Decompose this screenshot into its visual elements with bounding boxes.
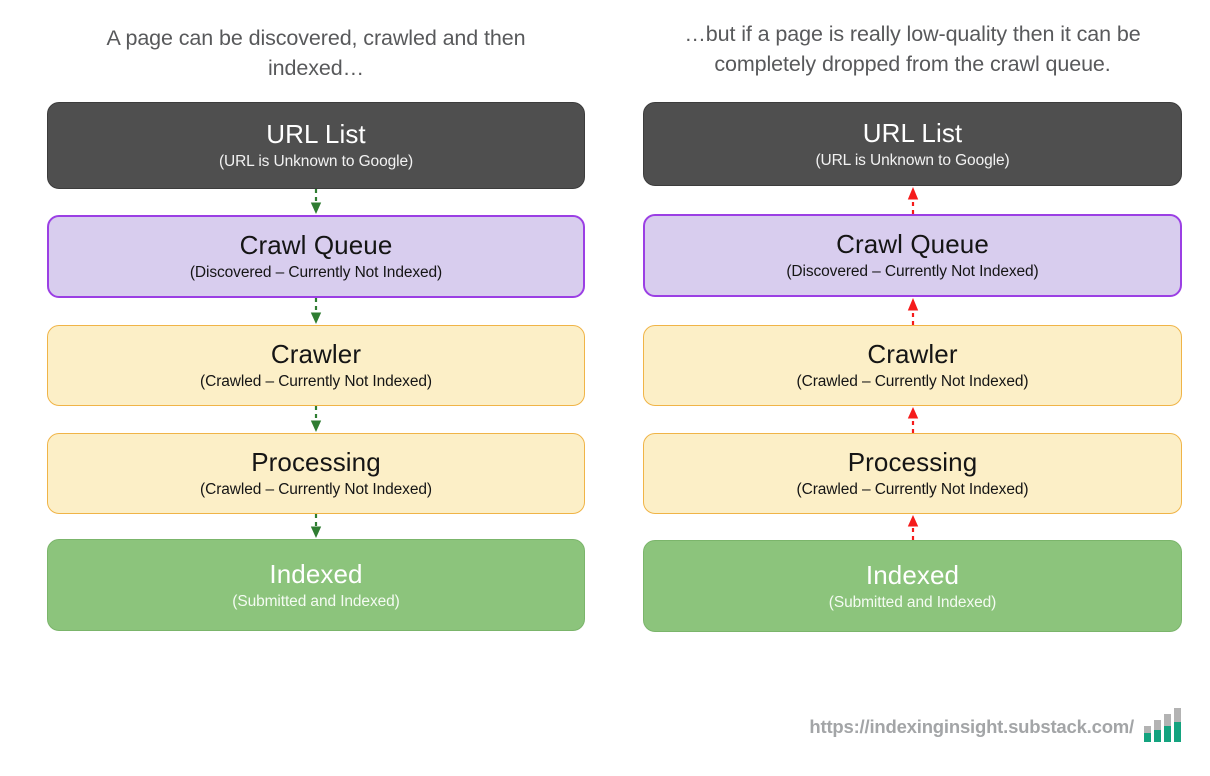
- footer-url-link[interactable]: https://indexinginsight.substack.com/: [809, 715, 1134, 737]
- connector-up-3-right: [643, 406, 1182, 433]
- flow-right: URL List (URL is Unknown to Google) Craw…: [643, 102, 1182, 632]
- footer: https://indexinginsight.substack.com/: [0, 706, 1210, 747]
- node-title: Processing: [847, 447, 978, 477]
- node-crawler-left[interactable]: Crawler (Crawled – Currently Not Indexed…: [47, 325, 585, 406]
- node-subtitle: (Discovered – Currently Not Indexed): [189, 264, 443, 281]
- node-title: Processing: [251, 447, 381, 477]
- connector-up-2-right: [643, 297, 1182, 325]
- node-subtitle: (Submitted and Indexed): [828, 593, 997, 611]
- node-url-list-left[interactable]: URL List (URL is Unknown to Google): [47, 102, 585, 189]
- node-title: URL List: [862, 117, 963, 148]
- node-title: Crawl Queue: [239, 230, 393, 260]
- node-processing-right[interactable]: Processing (Crawled – Currently Not Inde…: [643, 433, 1182, 514]
- column-caption-left: A page can be discovered, crawled and th…: [106, 26, 526, 80]
- connector-down-4-left: [47, 514, 585, 539]
- node-subtitle: (Submitted and Indexed): [232, 592, 400, 610]
- bar-chart-logo-icon: [1144, 706, 1182, 747]
- node-subtitle: (Crawled – Currently Not Indexed): [796, 481, 1029, 498]
- node-title: Crawler: [867, 339, 958, 369]
- node-title: Indexed: [269, 558, 363, 589]
- node-processing-left[interactable]: Processing (Crawled – Currently Not Inde…: [47, 433, 585, 514]
- connector-up-4-right: [643, 514, 1182, 540]
- connector-up-1-right: [643, 186, 1182, 214]
- column-caption-right: …but if a page is really low-quality the…: [684, 22, 1141, 76]
- flow-column-right: …but if a page is really low-quality the…: [643, 0, 1182, 632]
- node-indexed-left[interactable]: Indexed (Submitted and Indexed): [47, 539, 585, 631]
- connector-down-2-left: [47, 298, 585, 325]
- node-subtitle: (Crawled – Currently Not Indexed): [796, 373, 1029, 390]
- flow-column-left: A page can be discovered, crawled and th…: [47, 0, 585, 631]
- node-url-list-right[interactable]: URL List (URL is Unknown to Google): [643, 102, 1182, 186]
- node-title: URL List: [266, 119, 366, 149]
- node-title: Crawler: [270, 339, 362, 369]
- node-subtitle: (URL is Unknown to Google): [218, 153, 414, 170]
- node-crawl-queue-left[interactable]: Crawl Queue (Discovered – Currently Not …: [47, 215, 585, 298]
- node-crawl-queue-right[interactable]: Crawl Queue (Discovered – Currently Not …: [643, 214, 1182, 297]
- flow-left: URL List (URL is Unknown to Google) Craw…: [47, 102, 585, 631]
- node-subtitle: (URL is Unknown to Google): [815, 151, 1010, 169]
- node-subtitle: (Crawled – Currently Not Indexed): [200, 481, 432, 498]
- node-subtitle: (Crawled – Currently Not Indexed): [200, 373, 432, 390]
- node-title: Crawl Queue: [836, 229, 989, 259]
- node-title: Indexed: [865, 559, 960, 590]
- connector-down-1-left: [47, 189, 585, 215]
- node-subtitle: (Discovered – Currently Not Indexed): [786, 263, 1039, 280]
- node-crawler-right[interactable]: Crawler (Crawled – Currently Not Indexed…: [643, 325, 1182, 406]
- node-indexed-right[interactable]: Indexed (Submitted and Indexed): [643, 540, 1182, 632]
- connector-down-3-left: [47, 406, 585, 433]
